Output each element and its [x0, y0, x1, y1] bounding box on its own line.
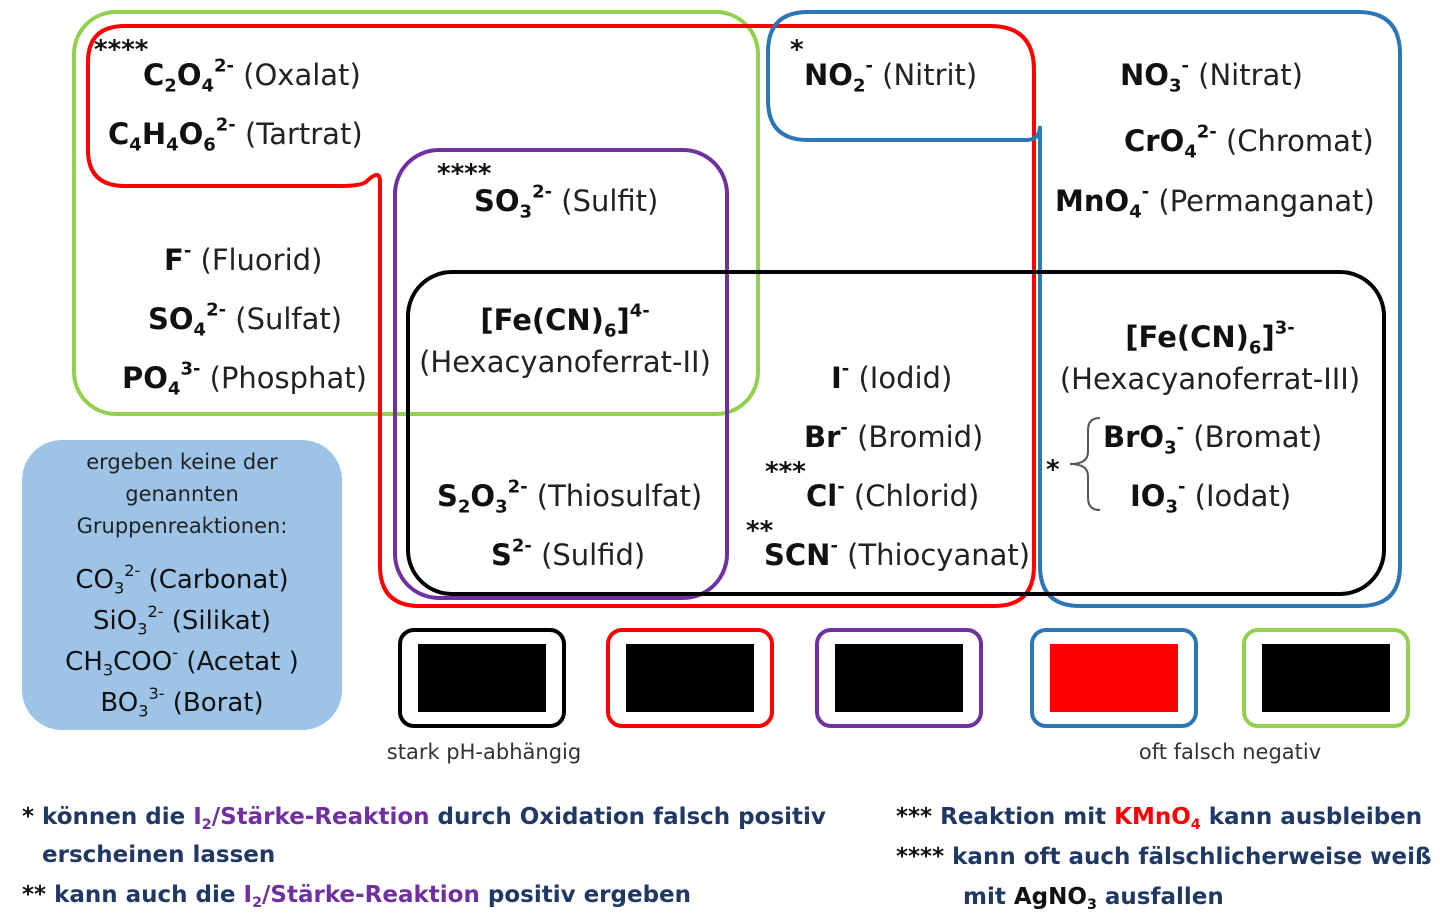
red-group-frame: [86, 24, 1036, 608]
legend-swatch-fill-1: [418, 644, 546, 712]
ion-sulfat: SO42- (Sulfat): [148, 299, 343, 341]
green-group-frame: [72, 10, 760, 416]
legend-swatch-fill-3: [835, 644, 963, 712]
ion-phosphat: PO43- (Phosphat): [122, 358, 367, 400]
nitrit-stars: *: [790, 35, 804, 65]
footnote-4: **** kann oft auch fälschlicherweise wei…: [896, 844, 1432, 870]
ion-sulfid: S2- (Sulfid): [491, 535, 646, 572]
ion-nitrit: NO2- (Nitrit): [804, 55, 978, 97]
purple-group-frame: [393, 148, 729, 600]
footnote-1-line2: erscheinen lassen: [42, 842, 276, 868]
ion-sulfit: SO32- (Sulfit): [474, 181, 659, 223]
oxalat-stars: ****: [94, 35, 149, 65]
no-group-line3: Gruppenreaktionen:: [76, 514, 288, 538]
no-group-line1: ergeben keine der: [86, 450, 278, 474]
ion-iodid: I- (Iodid): [831, 358, 953, 395]
legend-swatch-fill-2: [626, 644, 754, 712]
footnote-1: * können die I2/Stärke-Reaktion durch Ox…: [22, 804, 826, 833]
bromat-iodat-star: *: [1046, 455, 1060, 485]
caption-green-group: oft falsch negativ: [1138, 740, 1322, 764]
ion-chlorid: Cl- (Chlorid): [806, 476, 980, 513]
ion-chromat: CrO42- (Chromat): [1124, 121, 1374, 163]
black-group-frame: [406, 270, 1386, 596]
ion-bromat: BrO3- (Bromat): [1103, 417, 1323, 459]
ion-borat: BO33- (Borat): [100, 683, 264, 721]
legend-swatch-fill-5: [1262, 644, 1390, 712]
ion-carbonat: CO32- (Carbonat): [75, 560, 289, 598]
ion-nitrat: NO3- (Nitrat): [1120, 55, 1303, 97]
ion-hexacyanoferrat-iii: [Fe(CN)6]3- (Hexacyanoferrat-III): [1059, 317, 1361, 396]
no-group-reaction-box: [22, 440, 342, 730]
no-group-line2: genannten: [125, 482, 239, 506]
legend-swatch-fill-4: [1050, 644, 1178, 712]
blue-group-frame: [766, 10, 1402, 608]
ion-thiocyanat: SCN- (Thiocyanat): [764, 535, 1031, 572]
ion-tartrat: C4H4O62- (Tartrat): [108, 114, 363, 156]
ion-acetat: CH3COO- (Acetat ): [65, 642, 299, 680]
ion-bromid: Br- (Bromid): [804, 417, 984, 454]
ion-silikat: SiO32- (Silikat): [93, 601, 271, 639]
ion-oxalat: C2O42- (Oxalat): [143, 55, 361, 97]
bromat-iodat-bracket: [1069, 417, 1101, 511]
ion-iodat: IO3- (Iodat): [1130, 476, 1292, 518]
footnote-4-line2: mit AgNO3 ausfallen: [963, 884, 1224, 913]
thiocyanat-stars: **: [746, 516, 774, 546]
sulfit-stars: ****: [437, 159, 492, 189]
ion-fluorid: F- (Fluorid): [164, 240, 323, 277]
legend-swatches: [398, 628, 1410, 728]
ion-permanganat: MnO4- (Permanganat): [1055, 181, 1375, 223]
chlorid-stars: ***: [765, 457, 806, 487]
caption-black-group: stark pH-abhängig: [386, 740, 582, 764]
ion-thiosulfat: S2O32- (Thiosulfat): [437, 476, 703, 518]
ion-hexacyanoferrat-ii: [Fe(CN)6]4- (Hexacyanoferrat-II): [419, 300, 711, 379]
footnote-3: *** Reaktion mit KMnO4 kann ausbleiben: [896, 804, 1423, 833]
footnote-2: ** kann auch die I2/Stärke-Reaktion posi…: [22, 882, 692, 911]
